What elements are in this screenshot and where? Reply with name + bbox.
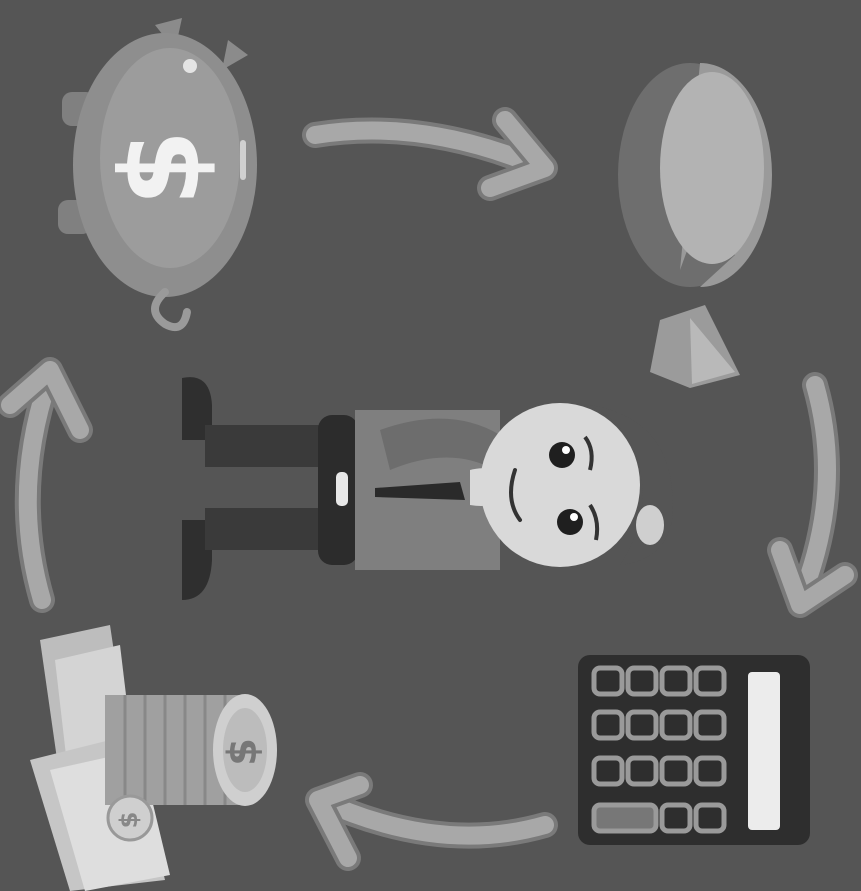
- piggy-dollar-sign: $: [96, 130, 224, 207]
- calculator-icon: [578, 655, 810, 845]
- coin-dollar-sign: $: [220, 738, 266, 766]
- calculator-screen: [748, 672, 780, 830]
- small-coin-dollar-sign: $: [115, 812, 143, 829]
